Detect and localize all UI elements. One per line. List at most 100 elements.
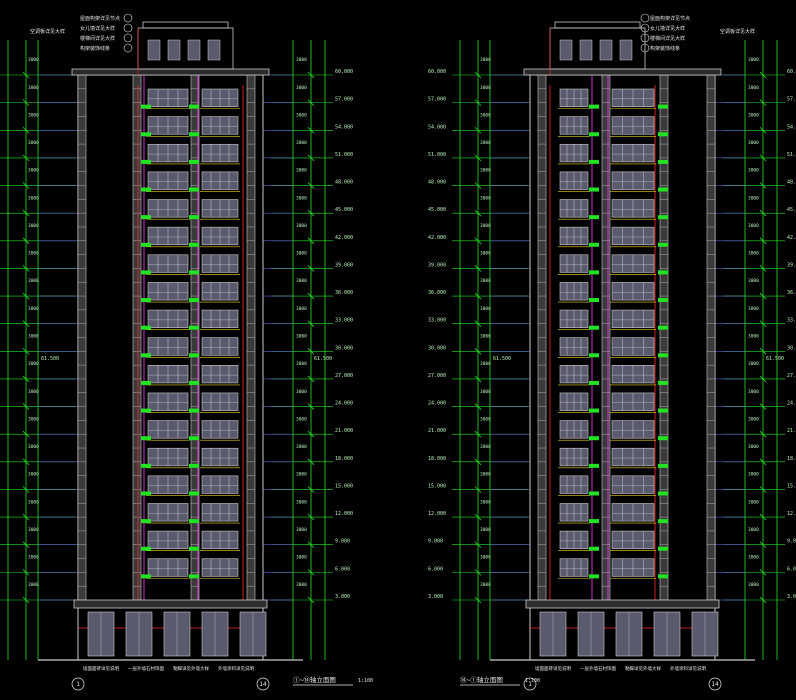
tower-window [559, 39, 573, 61]
floor-height-label: 3000 [748, 195, 759, 201]
dim-tick [474, 596, 482, 604]
ac-bracket [141, 242, 151, 247]
ac-bracket [189, 270, 199, 275]
dim-tick [22, 265, 30, 272]
dim-tick [307, 154, 315, 162]
tower-window [187, 39, 201, 61]
axis-label: 14 [711, 681, 719, 688]
floor-height-label: 3000 [296, 582, 307, 588]
floor-height-label: 3000 [28, 57, 39, 63]
floor-height-label: 3000 [296, 306, 307, 312]
level-label: 9.000 [335, 539, 350, 545]
ac-bracket [658, 104, 668, 109]
dim-tick [474, 486, 482, 493]
elevation-scale: 1:100 [358, 678, 373, 684]
dim-tick [22, 99, 30, 106]
ac-bracket [658, 187, 668, 192]
floor-height-label: 3000 [748, 334, 759, 340]
level-label: 51.000 [335, 152, 353, 158]
dim-tick [307, 348, 315, 355]
top-note: 女儿墙详见大样 [80, 25, 115, 32]
parapet [71, 68, 270, 76]
callout-circle [123, 23, 133, 33]
dim-tick [307, 71, 315, 79]
level-label: 9.000 [787, 539, 796, 545]
floor-height-label: 3000 [480, 306, 491, 312]
ac-bracket [141, 463, 151, 468]
ac-bracket [189, 463, 199, 468]
dim-tick [307, 126, 315, 134]
ac-bracket [658, 546, 668, 551]
dim-tick [759, 237, 767, 245]
parapet [523, 68, 722, 76]
ac-bracket [189, 408, 199, 413]
ac-bracket [589, 270, 599, 275]
callout-circle [123, 33, 133, 43]
level-label: 6.000 [428, 566, 443, 572]
dim-tick [474, 513, 482, 521]
floor-height-label: 3000 [480, 57, 491, 63]
floor-height-label: 3000 [748, 57, 759, 63]
ac-bracket [658, 159, 668, 164]
floor-height-label: 3000 [748, 582, 759, 588]
dim-tick [759, 541, 767, 549]
floor-height-label: 3000 [480, 195, 491, 201]
dim-tick [22, 209, 30, 217]
axis-label: 14 [259, 681, 267, 688]
dim-tick [307, 209, 315, 217]
dim-tick [307, 292, 315, 300]
ac-bracket [658, 519, 668, 524]
level-label: 27.000 [787, 373, 796, 379]
floor-height-label: 3000 [28, 112, 39, 118]
floor-height-label: 3000 [480, 444, 491, 450]
dim-tick [22, 182, 30, 189]
elevation-scale: 1:100 [525, 678, 540, 684]
ac-bracket [589, 132, 599, 137]
elevation-title: ⑭~①轴立面图 [460, 675, 503, 684]
bottom-note: 一层外墙石材饰面 [128, 665, 164, 672]
dim-tick [474, 182, 482, 189]
floor-height-label: 3000 [28, 251, 39, 257]
ac-bracket [141, 353, 151, 358]
floor-height-label: 3000 [748, 278, 759, 284]
dim-tick [474, 348, 482, 355]
level-label: 21.000 [428, 428, 446, 434]
ac-bracket [141, 574, 151, 579]
tower-cap [554, 21, 641, 29]
floor-height-label: 3000 [28, 195, 39, 201]
floor-height-label: 3000 [480, 389, 491, 395]
ac-bracket [141, 159, 151, 164]
dim-tick [759, 458, 767, 466]
ac-bracket [141, 298, 151, 303]
dim-tick [22, 430, 30, 438]
right-elevation: 3.0003.000300030006.0006.000300030009.00… [428, 13, 796, 691]
ac-bracket [658, 270, 668, 275]
ac-bracket [589, 242, 599, 247]
level-label: 3.000 [787, 594, 796, 600]
level-label: 39.000 [335, 262, 353, 268]
floor-height-label: 3000 [748, 444, 759, 450]
ac-bracket [589, 491, 599, 496]
level-label: 51.000 [428, 152, 446, 158]
level-label: 30.000 [335, 345, 353, 351]
level-label: 42.000 [335, 235, 353, 241]
total-height-label: 61.500 [493, 356, 511, 362]
dim-tick [474, 458, 482, 466]
floor-height-label: 3000 [296, 223, 307, 229]
ac-bracket [141, 104, 151, 109]
dim-tick [307, 513, 315, 521]
left-elevation: 3.0003.000300030006.0006.000300030009.00… [0, 13, 373, 691]
level-label: 3.000 [335, 594, 350, 600]
level-label: 24.000 [335, 401, 353, 407]
floor-height-label: 3000 [28, 306, 39, 312]
dim-tick [22, 596, 30, 604]
tower-window [599, 39, 613, 61]
floor-height-label: 3000 [296, 416, 307, 422]
tower-window [167, 39, 181, 61]
floor-height-label: 3000 [296, 278, 307, 284]
level-label: 54.000 [335, 124, 353, 130]
level-label: 57.000 [787, 97, 796, 103]
podium-cornice [525, 599, 720, 609]
floor-height-label: 3000 [748, 306, 759, 312]
ac-bracket [141, 132, 151, 137]
